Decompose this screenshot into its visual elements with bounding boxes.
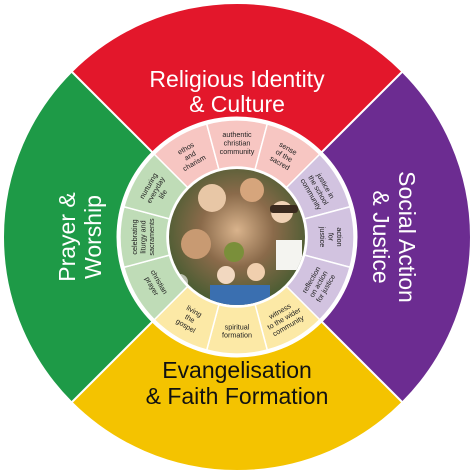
inner-segment-label-line: christian (224, 139, 251, 148)
inner-segment-label-line: community (220, 147, 255, 156)
outer-label-line: Prayer & (54, 192, 80, 281)
inner-ring: ethosandcharismauthenticchristiancommuni… (119, 119, 355, 355)
inner-segment-label-line: celebrating (130, 219, 139, 254)
inner-segment-label-line: sacraments (147, 218, 156, 256)
outer-label-right: Social Action& Justice (368, 171, 420, 303)
inner-segment-label-line: the (183, 312, 196, 325)
outer-label-line: Worship (80, 195, 106, 279)
outer-label-line: Religious Identity (149, 66, 325, 92)
outer-label-bottom: Evangelisation& Faith Formation (146, 357, 329, 409)
inner-segment-label-line: justice (318, 226, 327, 247)
photo-collage-icon (169, 169, 305, 305)
inner-segment-label-line: action (335, 227, 344, 246)
outer-label-line: & Justice (368, 190, 394, 283)
outer-label-line: Social Action (394, 171, 420, 303)
outer-label-line: & Faith Formation (146, 383, 329, 409)
outer-label-line: & Culture (189, 91, 285, 117)
inner-segment-label-line: authentic (222, 130, 252, 139)
outer-label-top: Religious Identity& Culture (149, 66, 325, 117)
inner-segment-label-line: formation (222, 331, 252, 340)
outer-label-line: Evangelisation (162, 357, 312, 383)
inner-segment-label-line: liturgy and (139, 220, 148, 253)
outer-label-left: Prayer &Worship (54, 192, 106, 281)
center-photo (167, 167, 307, 307)
inner-segment-label-line: life (157, 188, 169, 200)
inner-segment-label-line: spiritual (225, 322, 250, 331)
ring-divider (116, 116, 358, 358)
inner-segment-label-line: for (327, 233, 336, 242)
